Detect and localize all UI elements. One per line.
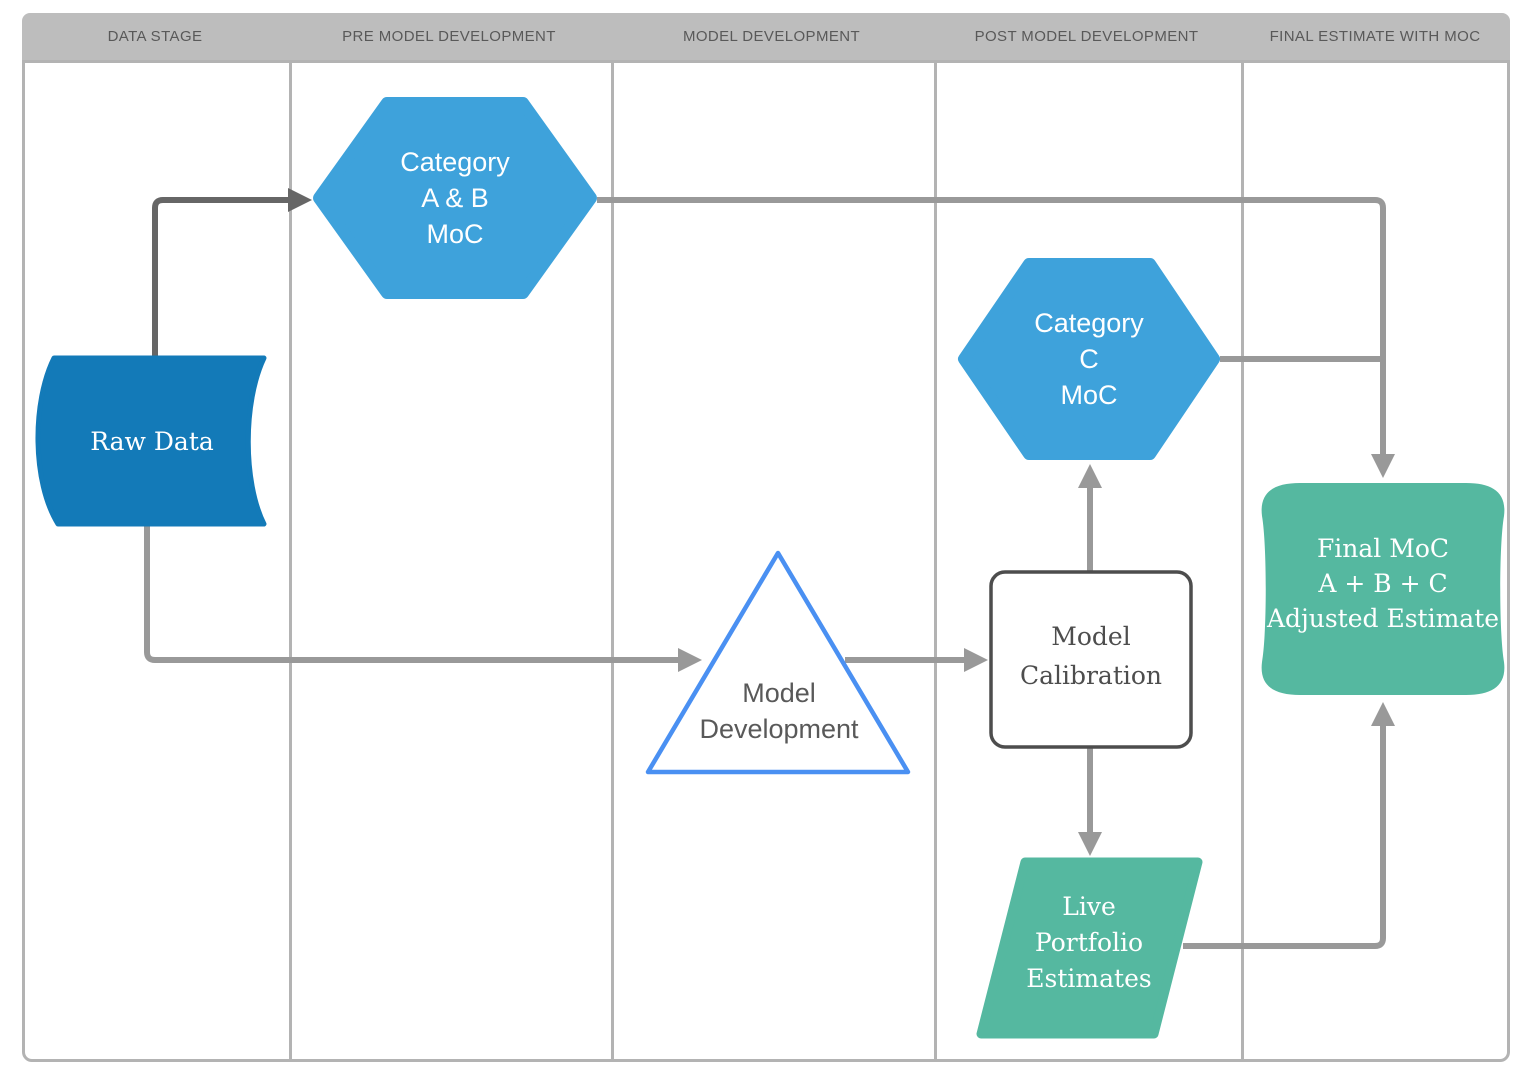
lane-divider bbox=[934, 63, 937, 1059]
connector-rawdata-modeldevelopment[interactable] bbox=[144, 523, 702, 672]
lane-header-post-model-development: POST MODEL DEVELOPMENT bbox=[974, 28, 1199, 45]
raw-data-shape[interactable] bbox=[35, 355, 267, 527]
lane-header-pre-model-development: PRE MODEL DEVELOPMENT bbox=[342, 28, 556, 45]
model-calibration-shape[interactable] bbox=[989, 570, 1193, 749]
model-development-shape[interactable] bbox=[645, 550, 911, 775]
swimlane-body bbox=[22, 60, 1510, 1062]
lane-header-data-stage: DATA STAGE bbox=[107, 28, 203, 45]
connector-rawdata-categoryab[interactable] bbox=[152, 188, 312, 357]
lane-header-model-development: MODEL DEVELOPMENT bbox=[682, 28, 861, 45]
lane-divider bbox=[289, 63, 292, 1059]
connector-liveportfolio-finalmoc[interactable] bbox=[1183, 702, 1395, 949]
category-c-moc-shape[interactable] bbox=[958, 258, 1220, 460]
lane-divider bbox=[1241, 63, 1244, 1059]
final-moc-shape[interactable] bbox=[1261, 483, 1505, 695]
connector-modeldevelopment-modelcalibration[interactable] bbox=[845, 648, 988, 672]
connector-modelcalibration-categoryc[interactable] bbox=[1078, 464, 1102, 572]
lane-divider bbox=[611, 63, 614, 1059]
connector-modelcalibration-liveportfolio[interactable] bbox=[1078, 748, 1102, 856]
live-portfolio-estimates-shape[interactable] bbox=[976, 857, 1203, 1039]
swimlane-header: DATA STAGE PRE MODEL DEVELOPMENT MODEL D… bbox=[22, 13, 1510, 60]
connector-categoryab-finalmoc[interactable] bbox=[597, 197, 1395, 478]
lane-header-final-estimate: FINAL ESTIMATE WITH MOC bbox=[1269, 28, 1481, 45]
category-ab-moc-shape[interactable] bbox=[313, 97, 597, 299]
